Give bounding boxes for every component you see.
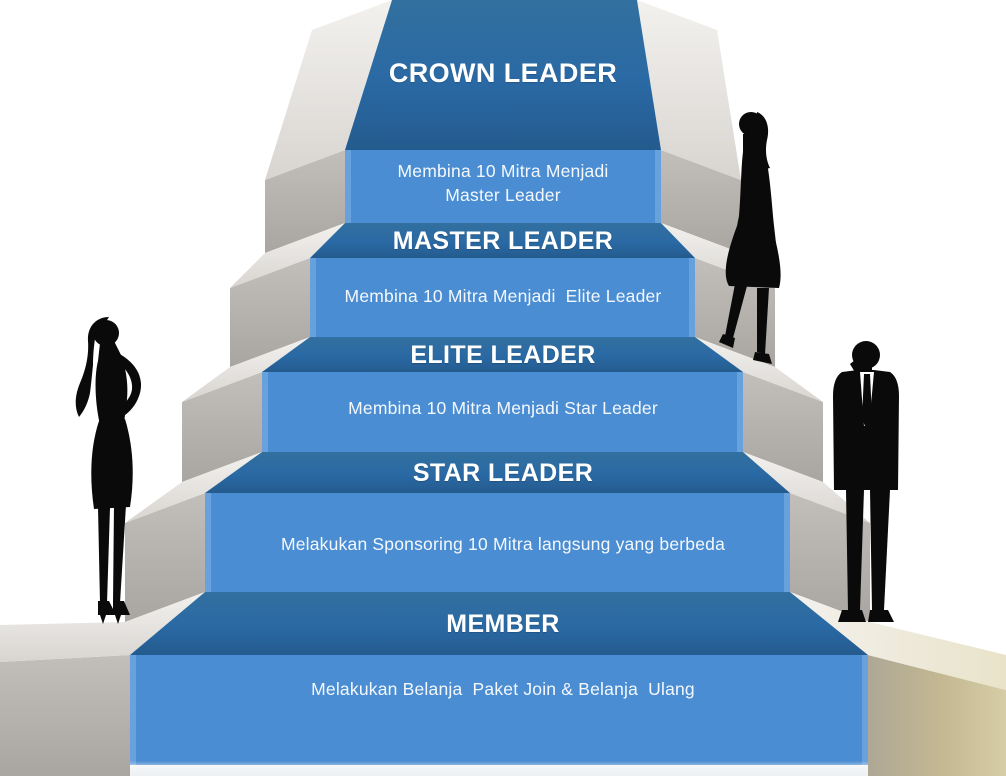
level-requirement-member: Melakukan Belanja Paket Join & Belanja U… xyxy=(311,679,695,699)
left-side-step-face-4 xyxy=(125,493,205,622)
left-side-step-face-1 xyxy=(265,150,345,253)
right-side-step-face-1 xyxy=(661,150,741,253)
left-side-step-face-2 xyxy=(230,258,310,367)
riser-member-requirement xyxy=(130,655,868,765)
level-title-crown-leader: CROWN LEADER xyxy=(388,58,618,88)
right-side-step-face-3 xyxy=(743,372,823,482)
left-side-step-top-2 xyxy=(230,223,345,288)
right-floor-tan-face xyxy=(868,655,1006,776)
level-title-elite-leader: ELITE LEADER xyxy=(410,341,596,369)
left-side-step-top-3 xyxy=(182,337,310,402)
left-side-step-face-3 xyxy=(182,372,262,482)
tread-master-leader xyxy=(310,223,695,258)
tread-elite-leader xyxy=(262,337,743,372)
level-requirement-star-leader: Melakukan Sponsoring 10 Mitra langsung y… xyxy=(280,534,726,554)
floor-reflection-strip xyxy=(130,761,868,776)
level-requirement-crown-leader: Membina 10 Mitra Menjadi Master Leader xyxy=(397,161,609,205)
businesswoman-silhouette-upper-right xyxy=(719,112,781,364)
left-side-step-top-1 xyxy=(265,0,392,180)
tread-member xyxy=(130,592,868,655)
level-requirement-master-leader: Membina 10 Mitra Menjadi Elite Leader xyxy=(344,286,662,306)
riser-edge-highlights xyxy=(130,150,868,765)
level-requirement-elite-leader: Membina 10 Mitra Menjadi Star Leader xyxy=(348,398,658,418)
level-title-master-leader: MASTER LEADER xyxy=(392,227,614,255)
left-side-step-face-5 xyxy=(0,655,130,776)
riser-star-requirement xyxy=(205,493,790,592)
right-side-step-top-1 xyxy=(637,0,741,180)
tread-crown-leader xyxy=(345,0,661,150)
riser-crown-requirement xyxy=(345,150,661,223)
tread-star-leader xyxy=(205,452,790,493)
level-title-member: MEMBER xyxy=(446,610,560,638)
riser-elite-requirement xyxy=(262,372,743,452)
businessman-silhouette-right xyxy=(833,341,899,622)
businesswoman-silhouette-left xyxy=(75,317,142,624)
right-side-step-top-4 xyxy=(743,452,870,523)
level-title-star-leader: STAR LEADER xyxy=(412,459,594,487)
riser-master-requirement xyxy=(310,258,695,337)
right-side-step-top-3 xyxy=(695,337,823,402)
left-side-step-top-5 xyxy=(0,592,205,662)
left-side-step-top-4 xyxy=(125,452,262,523)
